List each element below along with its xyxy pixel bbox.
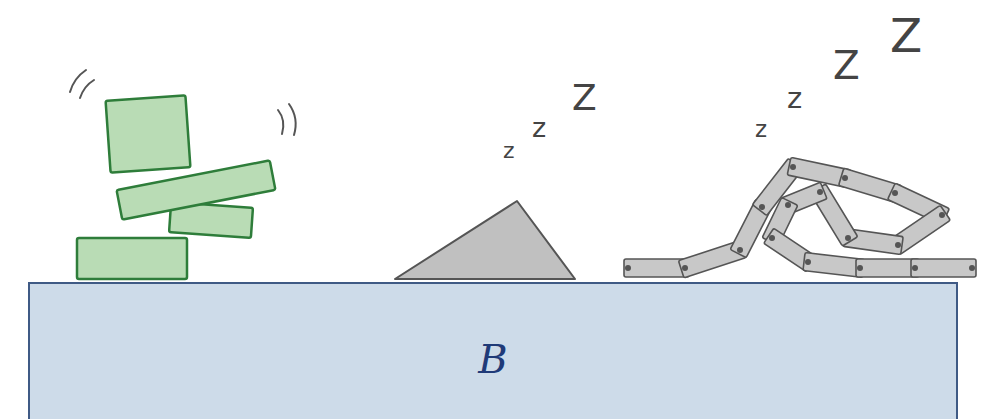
link-pin [625,265,631,271]
link-pin [912,265,918,271]
sleep-letter: z [755,118,767,141]
chain-link [856,259,919,277]
sleep-letter: z [787,84,802,113]
link-pin [817,189,823,195]
block-letter: B [478,336,507,382]
sleeping-triangle [395,201,575,279]
sleep-letter: Z [572,80,597,116]
link-pin [785,202,791,208]
wobbling-blocks [77,95,275,279]
link-pin [737,247,743,253]
link-pin [845,235,851,241]
link-pin [790,164,796,170]
sleep-letter: Z [833,46,860,85]
link-pin [939,212,945,218]
link-plate [810,184,858,246]
link-pin [769,235,775,241]
sleeping-chain [624,157,976,277]
link-pin [857,265,863,271]
link-pin [842,175,848,181]
base-block: B [28,282,958,419]
chain-link [890,205,951,254]
link-pin [805,259,811,265]
wobble-marks [70,70,296,135]
link-plate [856,259,919,277]
block [106,95,191,172]
link-plate [890,205,951,254]
block [77,238,187,279]
link-pin [892,190,898,196]
chain-link [911,259,976,277]
link-pin [969,265,975,271]
wobble-mark [80,80,94,98]
chain-link [810,184,858,246]
sleep-letter: Z [890,12,922,59]
link-pin [682,265,688,271]
wobble-mark [278,110,283,134]
sleep-letter: z [503,140,515,162]
sleep-letter: z [532,114,546,141]
link-plate [911,259,976,277]
link-pin [759,204,765,210]
link-pin [895,242,901,248]
wobble-mark [289,104,296,135]
